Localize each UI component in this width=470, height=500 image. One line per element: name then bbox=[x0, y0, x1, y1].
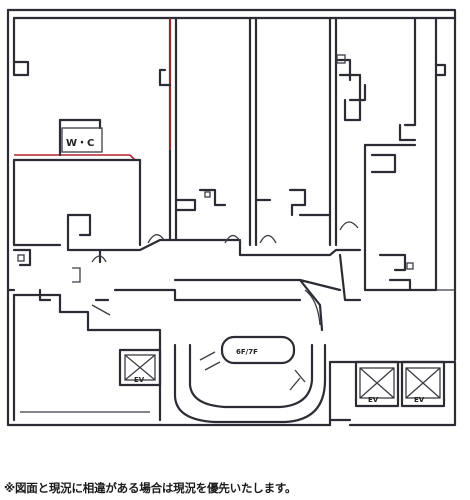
wc-room: W・C bbox=[61, 127, 103, 153]
wc-label: W・C bbox=[66, 138, 94, 149]
floor-plan: W・C bbox=[6, 8, 457, 427]
corridor bbox=[91, 238, 362, 332]
elevator-left-label: EV bbox=[134, 376, 145, 384]
elevator-right-2-label: EV bbox=[414, 396, 425, 404]
left-lower-room bbox=[12, 288, 162, 422]
left-middle-room bbox=[12, 158, 102, 283]
elevator-right-2: EV bbox=[400, 360, 446, 408]
right-lower-rooms bbox=[338, 123, 455, 302]
elevator-left: EV bbox=[118, 348, 162, 387]
stair-label: 6F/7F bbox=[236, 348, 258, 356]
elevator-right-1-label: EV bbox=[368, 396, 379, 404]
elevator-right-1: EV bbox=[354, 360, 400, 408]
outer-walls bbox=[6, 8, 457, 427]
left-upper-room bbox=[12, 16, 172, 247]
room-fixtures bbox=[174, 54, 447, 217]
disclaimer-note: ※図面と現況に相違がある場合は現況を優先いたします。 bbox=[4, 481, 297, 495]
corridor-doors bbox=[91, 221, 359, 263]
stair-hall: 6F/7F bbox=[173, 335, 327, 424]
